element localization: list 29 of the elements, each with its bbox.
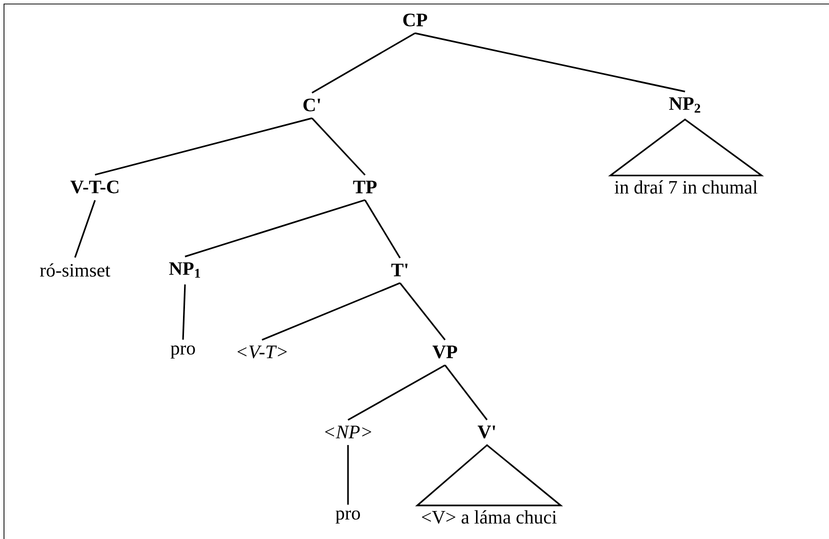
tree-branch (444, 364, 488, 420)
tree-branch (399, 282, 446, 340)
trace-label: <NP> (325, 426, 372, 438)
category-label: NP$_{1}$ (169, 262, 200, 278)
tree-branch (311, 118, 366, 176)
tree-branch (182, 284, 186, 340)
tree-branch (184, 199, 366, 258)
word-label: in draí 7 in chumal (614, 180, 758, 194)
word-label: pro (170, 346, 195, 358)
tree-branch (312, 32, 416, 94)
tree-branch (414, 32, 686, 92)
word-label: ró-simset (40, 263, 110, 277)
tree-branch (262, 282, 400, 341)
trace-label: <V-T> (238, 346, 287, 358)
tree-branch (348, 364, 446, 421)
category-label: VP (432, 346, 458, 358)
category-label: CP (403, 14, 428, 26)
category-label: NP$_{2}$ (669, 97, 700, 113)
word-label: <V> a láma chuci (422, 510, 557, 524)
tree-branch (347, 445, 349, 505)
category-label: T' (391, 264, 408, 276)
tree-branch (94, 117, 312, 176)
tree-branch (74, 200, 96, 258)
category-label: V-T-C (70, 180, 118, 194)
category-label: C' (303, 98, 320, 112)
word-label: pro (336, 510, 360, 524)
category-label: TP (353, 180, 377, 194)
category-label: V' (478, 426, 496, 438)
tree-branch (364, 200, 401, 258)
